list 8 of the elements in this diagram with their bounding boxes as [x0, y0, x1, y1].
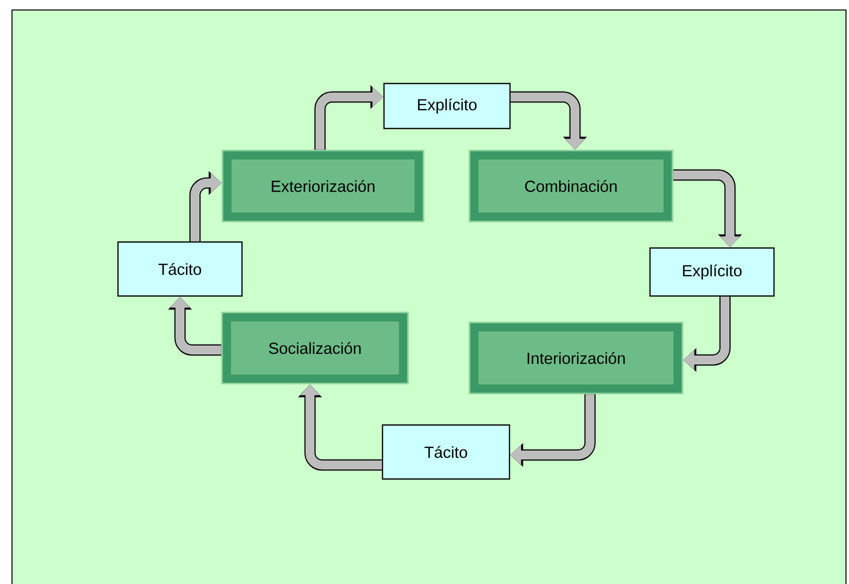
knowledge-box: Tácito	[117, 241, 243, 297]
stage-box: Exteriorización	[222, 150, 424, 222]
stage-box: Socialización	[221, 312, 409, 384]
stage-box: Combinación	[468, 150, 674, 222]
knowledge-box: Tácito	[382, 424, 510, 480]
stage-box: Interiorización	[468, 322, 684, 394]
knowledge-box: Explícito	[383, 82, 511, 130]
knowledge-box: Explícito	[649, 247, 775, 297]
